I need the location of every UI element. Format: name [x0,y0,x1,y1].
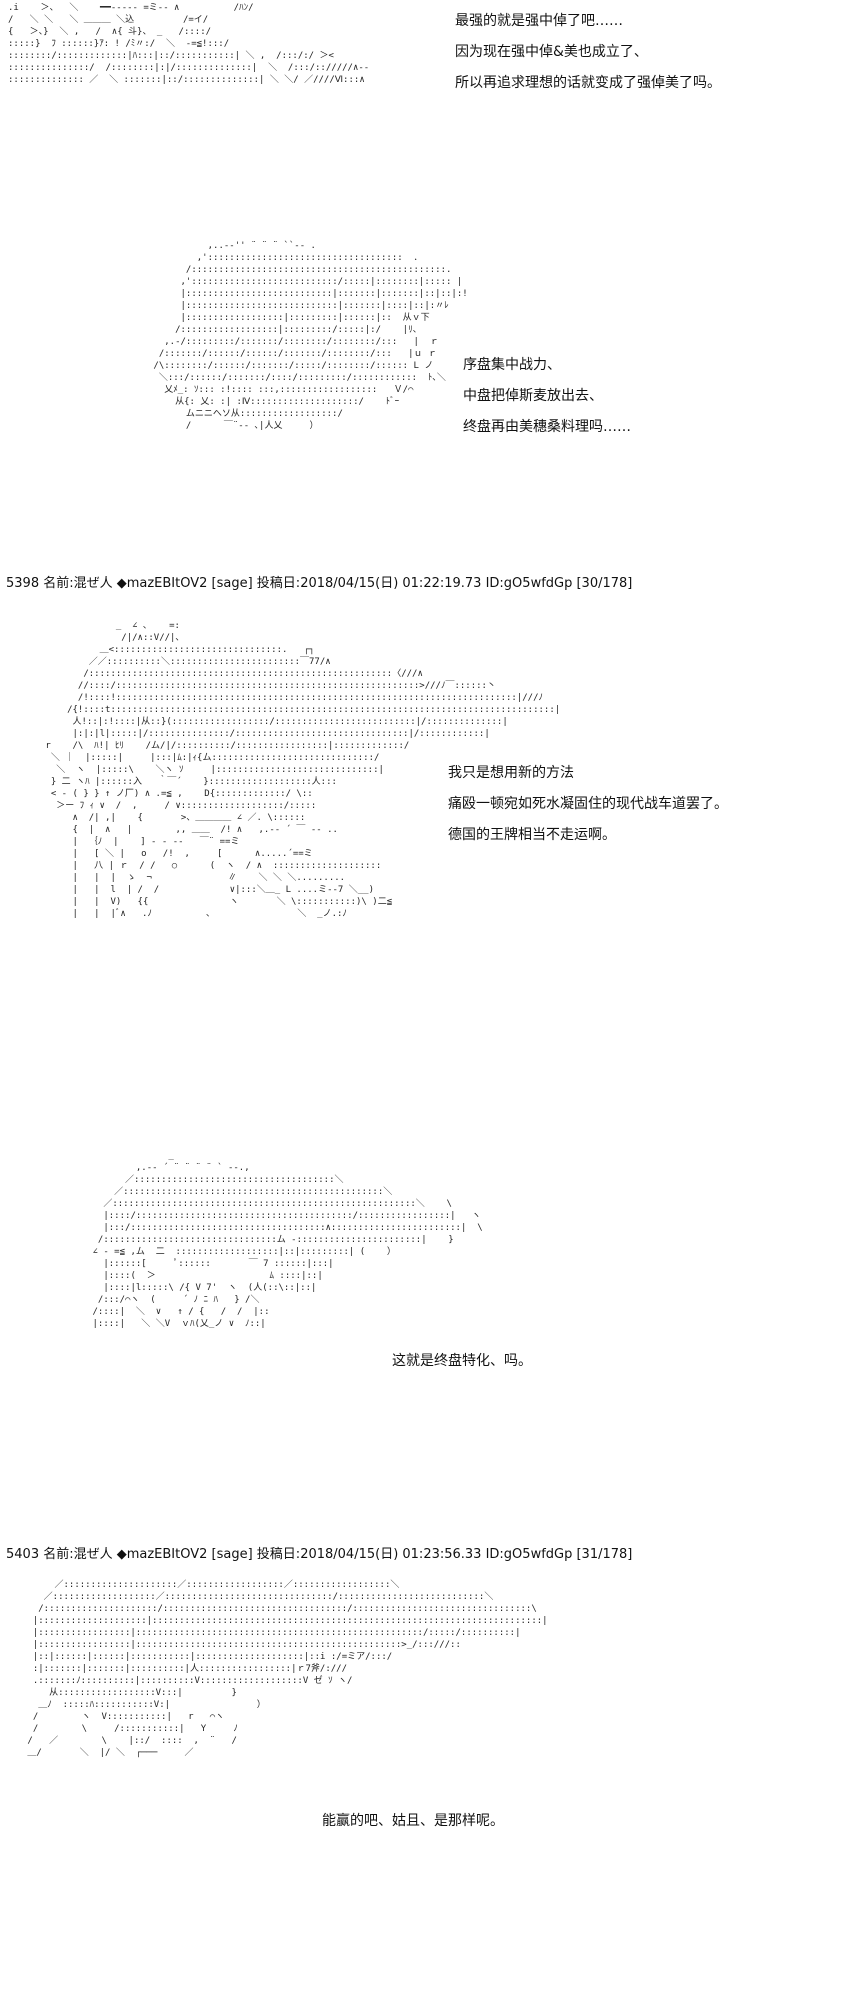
dialogue-box: 我只是想用新的方法 痛殴一顿宛如死水凝固住的现代战车道罢了。 德国的王牌相当不走… [448,758,728,851]
ascii-art-figure: _ ,.-‐ ´ ¨ ¨ ¨ ¨ ` ‐-., ／:::::::::::::::… [92,1151,483,1329]
panel-4: _ ,.-‐ ´ ¨ ¨ ¨ ¨ ` ‐-., ／:::::::::::::::… [0,1150,860,1535]
dialogue-box: 序盘集中战力、 中盘把倬斯麦放出去、 终盘再由美穗桑料理吗…… [463,350,631,443]
dialogue-line: 这就是终盘特化、吗。 [392,1353,532,1369]
dialogue-box: 这就是终盘特化、吗。 [392,1346,532,1377]
dialogue-box: 能赢的吧、姑且、是那样呢。 [322,1806,504,1837]
dialogue-line: 中盘把倬斯麦放出去、 [463,388,603,404]
dialogue-line: 所以再追求理想的话就变成了强倬美了吗。 [455,75,721,91]
dialogue-line: 德国的王牌相当不走运啊。 [448,827,616,843]
ascii-art-figure: ／:::::::::::::::::::::／:::::::::::::::::… [27,1580,548,1758]
dialogue-line: 痛殴一顿宛如死水凝固住的现代战车道罢了。 [448,796,728,812]
dialogue-line: 最强的就是强中倬了吧…… [455,13,623,29]
dialogue-line: 终盘再由美穗桑料理吗…… [463,419,631,435]
ascii-art-figure: ,..-‐'' ¨ ¨ ¨ ``‐- . ,':::::::::::::::::… [153,241,468,431]
dialogue-box: 最强的就是强中倬了吧…… 因为现在强中倬&美也成立了、 所以再追求理想的话就变成… [455,6,721,99]
post-header: 5403 名前:混ぜ人 ◆mazEBItOV2 [sage] 投稿日:2018/… [6,1547,633,1562]
panel-3: 5398 名前:混ぜ人 ◆mazEBItOV2 [sage] 投稿日:2018/… [0,572,860,1062]
ascii-art-figure: _ ∠ ､ =: /|/∧::V//|､ ＿<:::::::::::::::::… [45,621,561,919]
panel-1: .i ＞、 ＼ ━━-‐‐‐‐ =ミ‐- ∧ /ﾊﾝ/ / ＼ ＼ ＼ ＿＿＿ … [0,0,860,150]
panel-2: ,..-‐'' ¨ ¨ ¨ ``‐- . ,':::::::::::::::::… [0,240,860,570]
dialogue-line: 我只是想用新的方法 [448,765,574,781]
panel-5: 5403 名前:混ぜ人 ◆mazEBItOV2 [sage] 投稿日:2018/… [0,1543,860,1983]
dialogue-line: 因为现在强中倬&美也成立了、 [455,44,648,60]
dialogue-line: 序盘集中战力、 [463,357,561,373]
post-header: 5398 名前:混ぜ人 ◆mazEBItOV2 [sage] 投稿日:2018/… [6,576,633,591]
dialogue-line: 能赢的吧、姑且、是那样呢。 [322,1813,504,1829]
ascii-art-figure: .i ＞、 ＼ ━━-‐‐‐‐ =ミ‐- ∧ /ﾊﾝ/ / ＼ ＼ ＼ ＿＿＿ … [8,3,370,85]
